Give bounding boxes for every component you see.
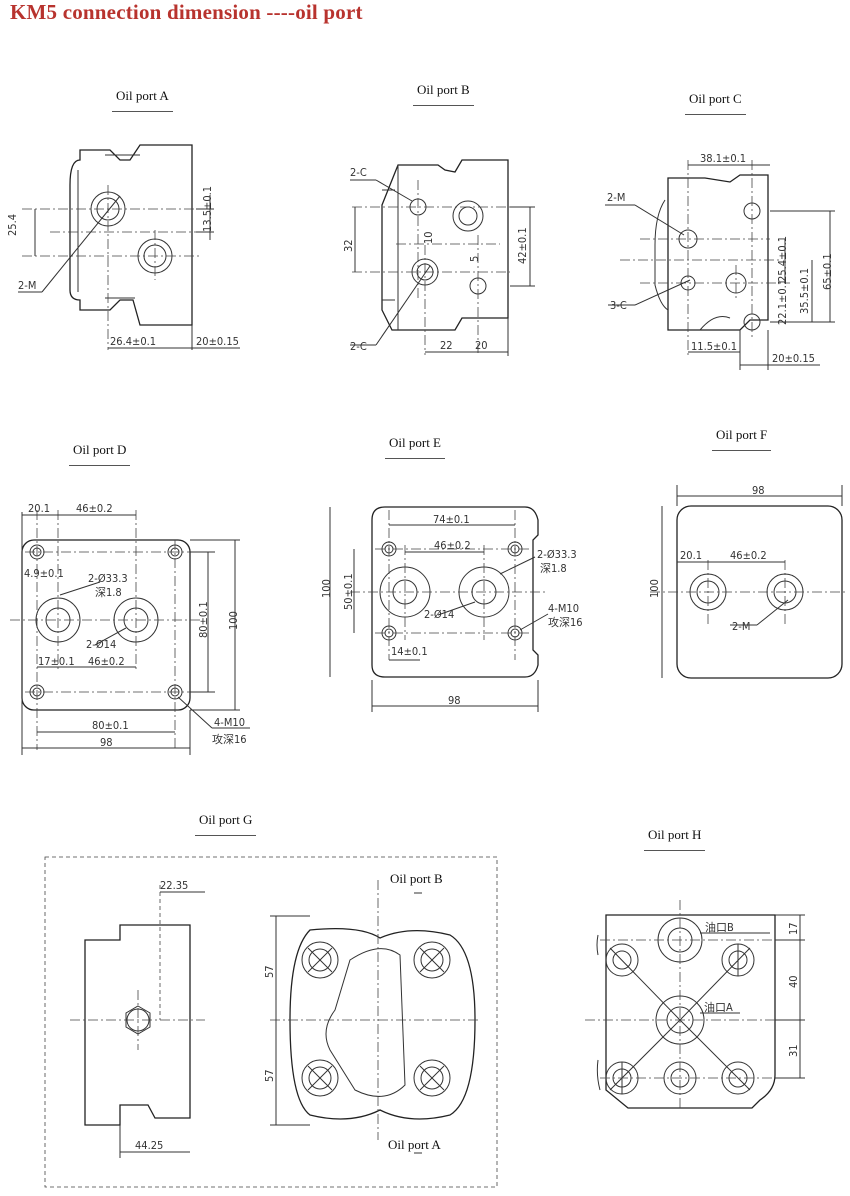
dim-d-deep: 深1.8 <box>95 586 122 599</box>
oil-port-f-label: Oil port F <box>711 427 772 451</box>
dim-e-33-3: 2-Ø33.3 <box>537 548 577 561</box>
oil-port-c-label: Oil port C <box>685 91 746 115</box>
dim-c-65: 65±0.1 <box>821 253 834 290</box>
dim-a-25-4: 25.4 <box>6 214 19 236</box>
dim-d-14: 2-Ø14 <box>86 638 116 651</box>
dim-e-46: 46±0.2 <box>434 539 471 552</box>
dim-c-35-5: 35.5±0.1 <box>798 268 811 314</box>
dim-d-46-bot: 46±0.2 <box>88 655 125 668</box>
dim-d-17: 17±0.1 <box>38 655 75 668</box>
dim-e-deep: 深1.8 <box>540 562 567 575</box>
dim-e-14: 2-Ø14 <box>424 608 454 621</box>
oil-port-d-drawing: 20.1 46±0.2 4.9±0.1 2-Ø33.3 深1.8 2-Ø14 1… <box>10 502 250 755</box>
page-title: KM5 connection dimension ----oil port <box>10 0 363 24</box>
dim-b-2c-top: 2-C <box>350 166 367 179</box>
dim-d-100: 100 <box>227 611 240 630</box>
dim-d-80-v: 80±0.1 <box>197 601 210 638</box>
dim-g-57-bot: 57 <box>263 1069 276 1082</box>
dim-e-98: 98 <box>448 694 461 707</box>
dim-h-17: 17 <box>787 922 800 935</box>
dim-e-74: 74±0.1 <box>433 513 470 526</box>
dim-h-port-a: 油口A <box>704 1000 733 1014</box>
dim-b-22: 22 <box>440 339 453 352</box>
dim-c-38-1: 38.1±0.1 <box>700 152 746 165</box>
dim-b-42: 42±0.1 <box>516 227 529 264</box>
dim-f-100: 100 <box>648 579 661 598</box>
dim-d-33-3: 2-Ø33.3 <box>88 572 128 585</box>
dim-b-32: 32 <box>342 239 355 252</box>
oil-port-e-drawing: 74±0.1 46±0.2 2-Ø33.3 深1.8 50±0.1 100 2-… <box>320 506 583 712</box>
dim-d-98: 98 <box>100 736 113 749</box>
dim-b-10: 10 <box>422 231 435 244</box>
dim-g-44-25: 44.25 <box>135 1139 163 1152</box>
dim-g-22-35: 22.35 <box>160 879 188 892</box>
oil-port-e-label: Oil port E <box>385 435 445 459</box>
oil-port-b-drawing: 32 10 5 42±0.1 2-C 2-C 22 20 <box>342 159 535 356</box>
dim-d-tap: 攻深16 <box>212 732 247 746</box>
dim-c-22-1: 22.1±0.1 <box>776 279 789 325</box>
oil-port-g-label: Oil port G <box>194 812 257 836</box>
dim-c-3c: 3-C <box>610 299 627 312</box>
oil-port-g-sub-b: Oil port B <box>390 871 443 886</box>
oil-port-c-drawing: 38.1±0.1 2-M 3-C 25.4±0.1 22.1±0.1 35.5±… <box>605 152 835 370</box>
dim-a-13-5: 13.5±0.1 <box>201 186 214 232</box>
dim-d-46-top: 46±0.2 <box>76 502 113 515</box>
dim-d-4-9: 4.9±0.1 <box>24 567 64 580</box>
dim-d-20-1: 20.1 <box>28 502 50 515</box>
dim-f-98: 98 <box>752 484 765 497</box>
dim-c-20: 20±0.15 <box>772 352 815 365</box>
dim-e-14-b: 14±0.1 <box>391 645 428 658</box>
oil-port-b-label: Oil port B <box>413 82 474 106</box>
oil-port-h-label: Oil port H <box>643 827 706 851</box>
dim-e-tap: 攻深16 <box>548 615 583 629</box>
dim-a-26-4: 26.4±0.1 <box>110 335 156 348</box>
dim-f-20-1: 20.1 <box>680 549 702 562</box>
dim-d-80-h: 80±0.1 <box>92 719 129 732</box>
oil-port-h-drawing: 17 40 31 油口B 油口A <box>585 900 805 1110</box>
dim-c-2m: 2-M <box>607 191 625 204</box>
dim-h-31: 31 <box>787 1044 800 1057</box>
oil-port-a-drawing: 25.4 13.5±0.1 2-M 26.4±0.1 20±0.15 <box>6 144 240 350</box>
dim-e-100: 100 <box>320 579 333 598</box>
dim-b-2c-bot: 2-C <box>350 340 367 353</box>
oil-port-f-drawing: 98 20.1 46±0.2 100 2-M <box>648 484 845 679</box>
dim-h-port-b: 油口B <box>705 920 734 934</box>
oil-port-g-drawing: 22.35 44.25 57 57 <box>44 856 498 1188</box>
dim-a-2m: 2-M <box>18 279 36 292</box>
dim-g-57-top: 57 <box>263 965 276 978</box>
dim-d-m10: 4-M10 <box>214 716 245 729</box>
oil-port-d-label: Oil port D <box>68 442 131 466</box>
dim-f-46: 46±0.2 <box>730 549 767 562</box>
oil-port-a-label: Oil port A <box>112 88 173 112</box>
dim-h-40: 40 <box>787 975 800 988</box>
dim-c-25-4: 25.4±0.1 <box>776 236 789 282</box>
oil-port-g-sub-a: Oil port A <box>388 1137 441 1152</box>
dim-b-20: 20 <box>475 339 488 352</box>
dim-a-20: 20±0.15 <box>196 335 239 348</box>
dim-e-m10: 4-M10 <box>548 602 579 615</box>
dim-e-50: 50±0.1 <box>342 573 355 610</box>
dim-c-11-5: 11.5±0.1 <box>691 340 737 353</box>
dim-f-2m: 2-M <box>732 620 750 633</box>
dim-b-5: 5 <box>468 256 481 262</box>
